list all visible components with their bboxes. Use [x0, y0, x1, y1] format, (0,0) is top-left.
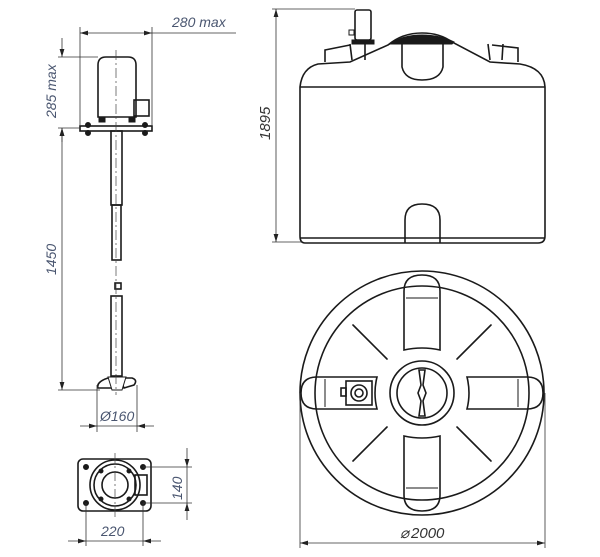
- dim-shaft-length: 1450: [43, 244, 59, 275]
- dim-impeller-diameter: Ø160: [99, 408, 134, 424]
- agitator-side-view: [79, 50, 153, 395]
- flange-plan-view: 140 220: [68, 448, 192, 546]
- tank-ribs: [352, 324, 492, 462]
- dim-tank-diameter: ⌀2000: [400, 525, 445, 542]
- dim-flange-width: 220: [100, 523, 125, 539]
- dim-flange-depth: 140: [169, 476, 185, 500]
- dim-tank-height: 1895: [257, 106, 274, 140]
- tank-side-view: 1895: [257, 8, 546, 244]
- dim-motor-width: 280 max: [171, 14, 227, 30]
- dim-motor-height: 285 max: [43, 63, 59, 119]
- tank-plan-view: ⌀2000: [299, 270, 546, 548]
- agitator-dimensions: 280 max 285 max 1450 Ø160: [43, 14, 236, 432]
